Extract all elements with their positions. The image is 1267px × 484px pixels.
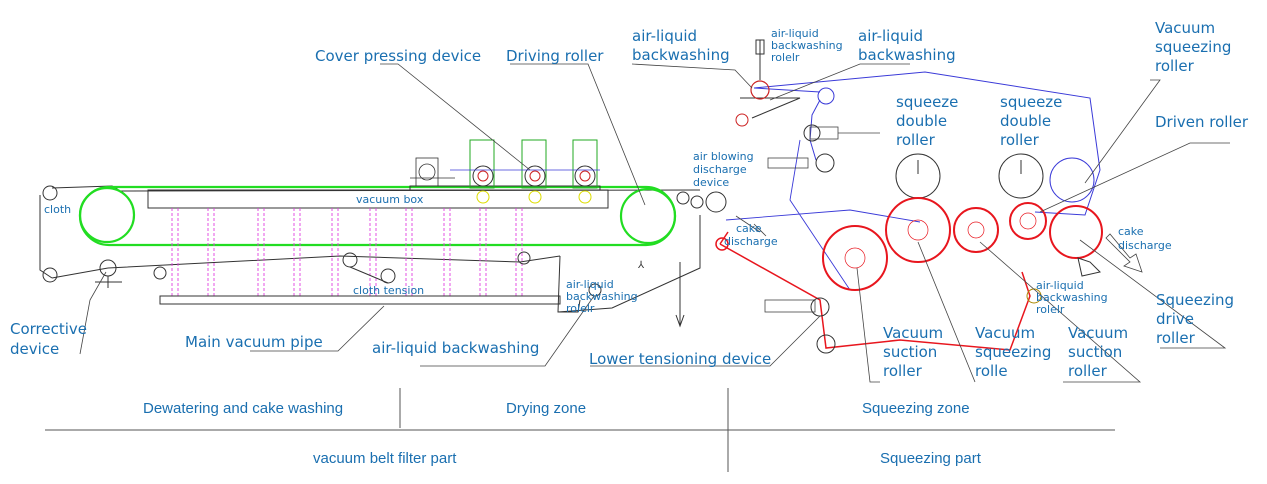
vacuum-belt-filter-section: ⅄ <box>39 139 727 328</box>
label-corrective-device: Corrective device <box>10 320 92 358</box>
vacuum-suction-roller-2 <box>953 207 999 253</box>
label-air-liquid-backwashing-rolelr-top: air-liquid backwashing rolelr <box>771 27 846 64</box>
label-driven-roller: Driven roller <box>1155 113 1249 131</box>
label-air-liquid-backwashing-rolelr-lower: air-liquid backwashing rolelr <box>566 278 641 315</box>
label-air-blowing-discharge-device: air blowing discharge device <box>693 150 757 189</box>
label-air-liquid-backwashing-bottom: air-liquid backwashing <box>372 339 539 357</box>
main-vacuum-pipe <box>159 295 561 305</box>
label-squeeze-double-roller-1: squeeze double roller <box>896 93 963 149</box>
small-roller <box>153 266 167 280</box>
zone-squeezing: Squeezing zone <box>862 400 970 417</box>
zone-vacuum-belt-filter-part: vacuum belt filter part <box>313 450 457 467</box>
label-air-liquid-backwashing-top-left: air-liquid backwashing <box>632 27 730 64</box>
cake-discharge-arrow-right <box>1105 233 1143 273</box>
label-cloth: cloth <box>44 203 71 216</box>
svg-text:⅄: ⅄ <box>637 260 645 271</box>
tail-roller <box>78 186 136 244</box>
vacuum-pipes <box>171 208 523 296</box>
label-cover-pressing-device: Cover pressing device <box>315 47 481 65</box>
label-air-liquid-backwashing-top-right: air-liquid backwashing <box>858 27 956 64</box>
label-squeezing-drive-roller: Squeezing drive roller <box>1156 291 1239 347</box>
label-vacuum-squeezing-roller-top: Vacuum squeezing roller <box>1155 19 1236 75</box>
label-main-vacuum-pipe: Main vacuum pipe <box>185 333 323 351</box>
air-blowing-roller <box>705 191 727 213</box>
upper-blue-belt <box>753 71 1101 216</box>
cloth-roller-bottom <box>42 267 58 283</box>
label-driving-roller: Driving roller <box>506 47 604 65</box>
vacuum-belt <box>78 185 677 247</box>
cloth-roller-top <box>42 185 58 201</box>
zone-squeezing-part: Squeezing part <box>880 450 982 467</box>
label-vacuum-squeezing-rolle: Vacuum squeezing rolle <box>975 324 1056 380</box>
squeeze-double-roller-2 <box>998 153 1044 199</box>
label-lower-tensioning-device: Lower tensioning device <box>589 350 771 368</box>
label-vacuum-suction-roller-2: Vacuum suction roller <box>1068 324 1133 380</box>
vacuum-box <box>147 189 609 209</box>
label-cake-discharge-right: cake discharge <box>1118 225 1172 252</box>
label-vacuum-box: vacuum box <box>356 193 424 206</box>
squeezing-drive-roller <box>1049 205 1103 259</box>
vacuum-squeezing-rolle <box>885 197 951 263</box>
vacuum-squeezing-roller-top <box>1049 157 1095 203</box>
label-air-liquid-backwashing-rolelr-right: air-liquid backwashing rolelr <box>1036 279 1111 316</box>
label-cloth-tension: cloth tension <box>353 284 424 297</box>
label-cake-discharge-left: cake discharge <box>724 222 778 248</box>
label-squeeze-double-roller-2: squeeze double roller <box>1000 93 1067 149</box>
cover-pressing-devices <box>409 139 601 204</box>
driving-roller-circle <box>619 187 677 245</box>
zone-drying: Drying zone <box>506 400 586 417</box>
vacuum-suction-roller-1 <box>822 225 888 291</box>
zone-dewatering: Dewatering and cake washing <box>143 400 343 417</box>
air-liquid-backwashing-top-device <box>735 39 801 127</box>
cake-discharge-arrow-left <box>735 215 767 237</box>
zone-grid <box>45 388 1115 472</box>
leader-lines <box>79 63 1230 383</box>
squeezing-section <box>715 39 1143 354</box>
label-vacuum-suction-roller-1: Vacuum suction roller <box>883 324 948 380</box>
